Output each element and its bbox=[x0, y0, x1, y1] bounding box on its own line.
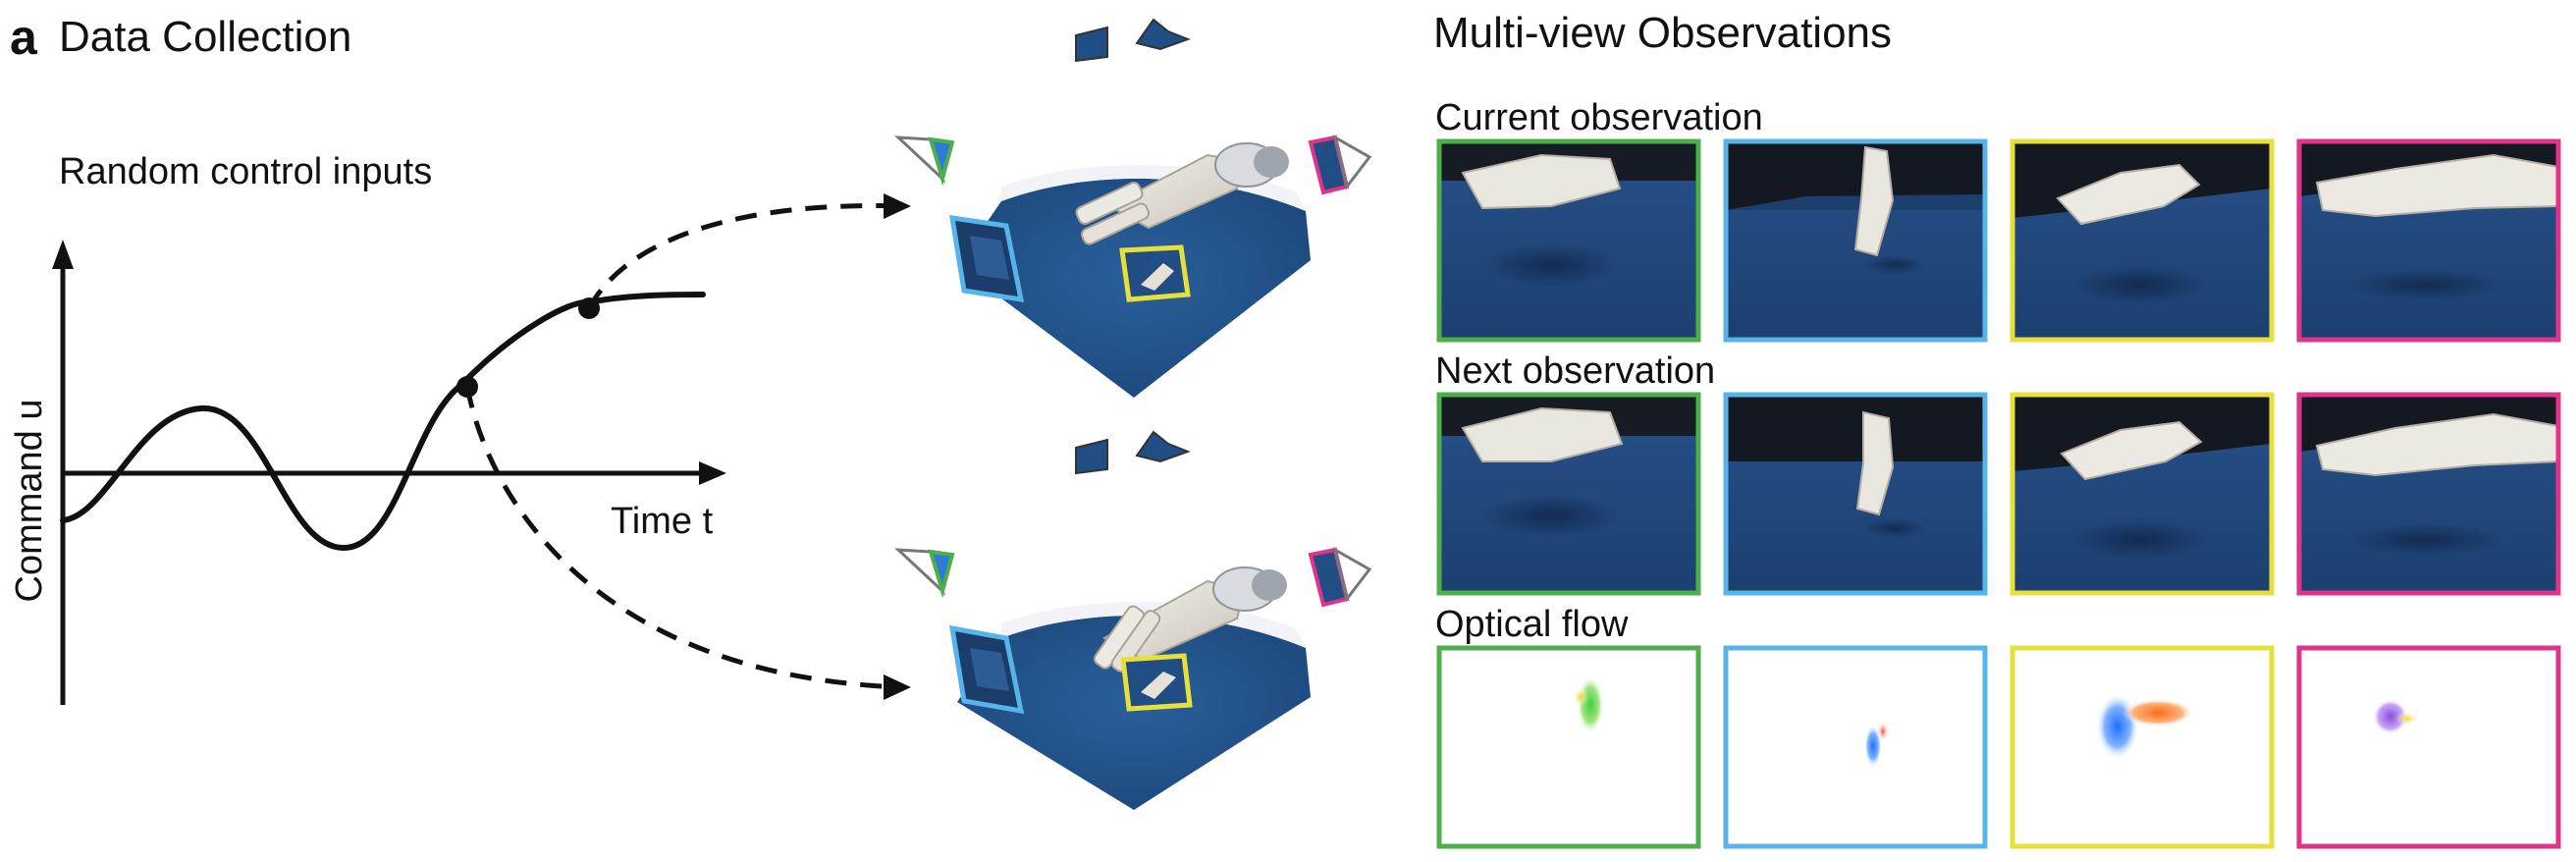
row-label-next: Next observation bbox=[1435, 350, 1716, 392]
camera-yellow bbox=[1120, 653, 1193, 712]
panel-title: Data Collection bbox=[59, 13, 352, 61]
row-label-flow: Optical flow bbox=[1435, 604, 1629, 645]
next-view-1 bbox=[1436, 392, 1701, 596]
camera-green bbox=[893, 135, 955, 187]
camera-top-2 bbox=[1135, 430, 1191, 463]
camera-yellow bbox=[1119, 244, 1191, 302]
dashed-arrow-upper-head bbox=[884, 193, 911, 219]
panel-letter: a bbox=[10, 10, 37, 65]
current-view-3 bbox=[2010, 138, 2275, 343]
dashed-arrow-lower bbox=[464, 386, 904, 690]
next-view-3 bbox=[2010, 392, 2275, 596]
camera-magenta bbox=[1308, 546, 1372, 608]
robot-hand bbox=[1093, 566, 1287, 673]
next-view-2 bbox=[1723, 392, 1988, 596]
camera-blue bbox=[948, 624, 1025, 715]
robot-hand bbox=[1075, 142, 1289, 245]
current-view-2 bbox=[1723, 138, 1988, 343]
dashed-arrow-upper bbox=[586, 203, 904, 310]
control-plot bbox=[52, 193, 911, 705]
flow-view-2 bbox=[1723, 645, 1988, 849]
scene-lower bbox=[893, 430, 1372, 810]
y-axis-arrowhead bbox=[52, 240, 74, 269]
camera-magenta bbox=[1308, 134, 1372, 195]
scene-renderings bbox=[893, 18, 1372, 810]
x-axis-label: Time t bbox=[611, 501, 714, 542]
multiview-title: Multi-view Observations bbox=[1433, 9, 1893, 57]
current-view-1 bbox=[1436, 138, 1701, 343]
camera-top-2 bbox=[1135, 18, 1191, 51]
flow-view-3 bbox=[2010, 645, 2275, 849]
camera-green bbox=[893, 548, 955, 599]
x-axis-arrowhead bbox=[699, 461, 726, 485]
flow-view-4 bbox=[2296, 645, 2561, 849]
row-label-current: Current observation bbox=[1435, 97, 1763, 138]
next-view-4 bbox=[2296, 392, 2561, 596]
command-curve bbox=[60, 292, 706, 552]
flow-view-1 bbox=[1436, 645, 1701, 849]
control-inputs-title: Random control inputs bbox=[59, 151, 433, 192]
camera-blue bbox=[948, 215, 1025, 303]
dashed-arrow-lower-head bbox=[884, 674, 911, 700]
observation-grid bbox=[1436, 138, 2561, 849]
scene-upper bbox=[893, 18, 1372, 398]
camera-top-1 bbox=[1075, 26, 1108, 63]
camera-top-1 bbox=[1075, 438, 1108, 475]
current-view-4 bbox=[2296, 138, 2561, 343]
table-surface bbox=[957, 615, 1311, 810]
